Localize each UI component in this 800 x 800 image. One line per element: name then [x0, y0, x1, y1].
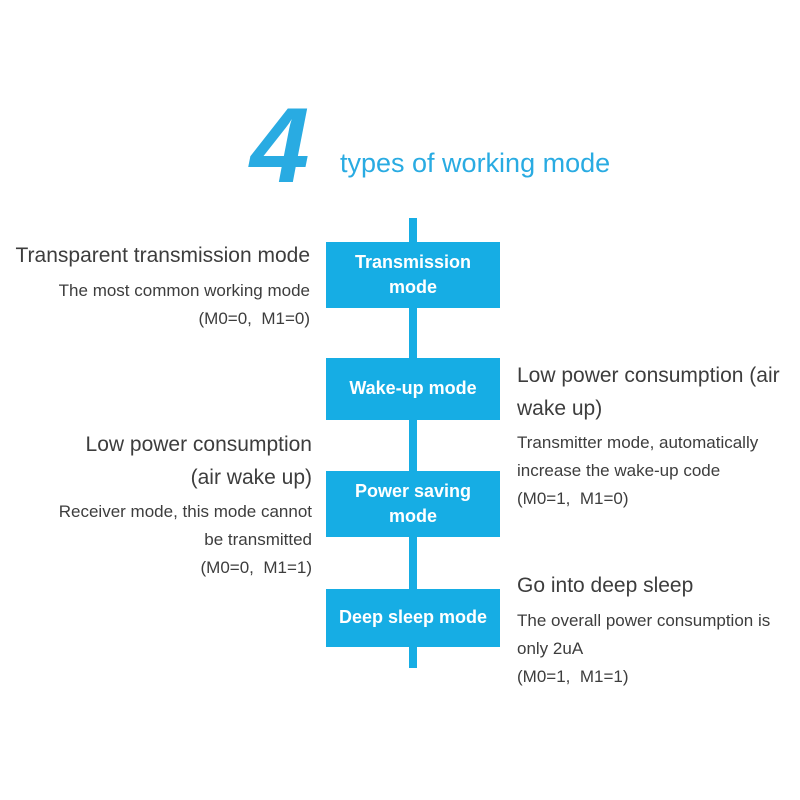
annotation-transparent-transmission: Transparent transmission mode The most c… — [0, 240, 310, 333]
annotation-wake-up: Low power consumption (air wake up) Tran… — [517, 360, 800, 513]
mode-box-wake-up: Wake-up mode — [326, 358, 500, 420]
annotation-deep-sleep: Go into deep sleep The overall power con… — [517, 570, 800, 691]
annotation-heading: Go into deep sleep — [517, 574, 694, 597]
annotation-body: The most common working mode (M0=0, M1=0… — [58, 280, 310, 328]
annotation-heading: Transparent transmission mode — [15, 244, 310, 267]
annotation-heading: Low power consumption (air wake up) — [517, 364, 780, 420]
annotation-body: Transmitter mode, automatically increase… — [517, 433, 759, 509]
mode-box-deep-sleep: Deep sleep mode — [326, 589, 500, 647]
page-title: types of working mode — [340, 148, 611, 178]
annotation-power-saving: Low power consumption (air wake up) Rece… — [0, 429, 312, 582]
mode-box-label: Deep sleep mode — [338, 607, 488, 628]
mode-box-label: Transmission mode — [354, 251, 472, 297]
annotation-body: The overall power consumption is only 2u… — [517, 610, 771, 686]
timeline-line — [409, 218, 417, 668]
title-number: 4 — [250, 85, 309, 205]
mode-box-power-saving: Power saving mode — [326, 471, 500, 537]
mode-box-label: Power saving mode — [354, 480, 472, 526]
mode-box-transmission: Transmission mode — [326, 242, 500, 308]
annotation-body: Receiver mode, this mode cannot be trans… — [58, 502, 312, 578]
mode-box-label: Wake-up mode — [349, 378, 477, 399]
annotation-heading: Low power consumption (air wake up) — [85, 433, 312, 489]
